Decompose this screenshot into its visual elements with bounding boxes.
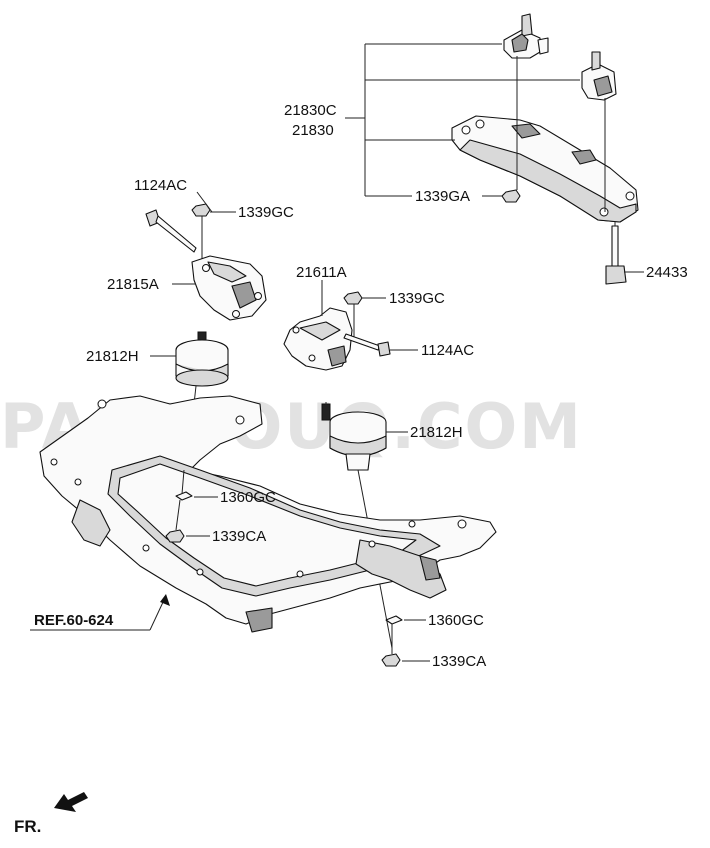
label-21812h-right: 21812H bbox=[410, 424, 463, 441]
label-21812h-left: 21812H bbox=[86, 348, 139, 365]
reference-callout bbox=[30, 594, 170, 631]
front-subframe bbox=[39, 395, 497, 633]
leader-lines-21830 bbox=[345, 43, 644, 273]
label-1339ca-center: 1339CA bbox=[212, 528, 266, 545]
label-1339ga: 1339GA bbox=[415, 188, 470, 205]
bolt-1124ac-left bbox=[145, 209, 197, 253]
label-21830: 21830 bbox=[292, 122, 334, 139]
washer-1360gc-center bbox=[175, 491, 193, 501]
bracket-21611a bbox=[283, 307, 353, 371]
label-1360gc-bottom: 1360GC bbox=[428, 612, 484, 629]
bolt-24433 bbox=[605, 225, 627, 285]
label-fr: FR. bbox=[14, 817, 41, 836]
right-engine-mount-group bbox=[283, 291, 393, 649]
bracket-21815a bbox=[191, 255, 267, 321]
nut-1339ca-center bbox=[165, 529, 185, 543]
crossmember-group bbox=[451, 13, 639, 285]
transmission-mount-bracket-lower bbox=[581, 51, 617, 101]
transmission-mount-bracket-upper bbox=[503, 13, 549, 59]
transmission-crossmember-body bbox=[451, 115, 639, 223]
label-21815a: 21815A bbox=[107, 276, 159, 293]
label-1339gc-left: 1339GC bbox=[238, 204, 294, 221]
washer-1360gc-bottom bbox=[385, 615, 403, 625]
label-24433: 24433 bbox=[646, 264, 688, 281]
front-direction-arrow bbox=[54, 792, 88, 812]
label-1360gc-center: 1360GC bbox=[220, 489, 276, 506]
label-1124ac-right: 1124AC bbox=[421, 342, 474, 359]
label-ref: REF.60-624 bbox=[34, 612, 114, 629]
bolt-1124ac-right bbox=[343, 333, 391, 357]
nut-1339gc-right bbox=[343, 291, 363, 305]
label-1339gc-right: 1339GC bbox=[389, 290, 445, 307]
nut-1339ga bbox=[501, 189, 521, 203]
label-21830c: 21830C bbox=[284, 102, 337, 119]
nut-1339ca-bottom bbox=[381, 653, 401, 667]
label-1339ca-bottom: 1339CA bbox=[432, 653, 486, 670]
label-1124ac-left: 1124AC bbox=[134, 177, 187, 194]
insulator-21812h-right bbox=[321, 403, 387, 471]
insulator-21812h-left bbox=[175, 331, 229, 387]
left-engine-mount-group bbox=[145, 203, 267, 441]
label-21611a: 21611A bbox=[296, 264, 347, 281]
